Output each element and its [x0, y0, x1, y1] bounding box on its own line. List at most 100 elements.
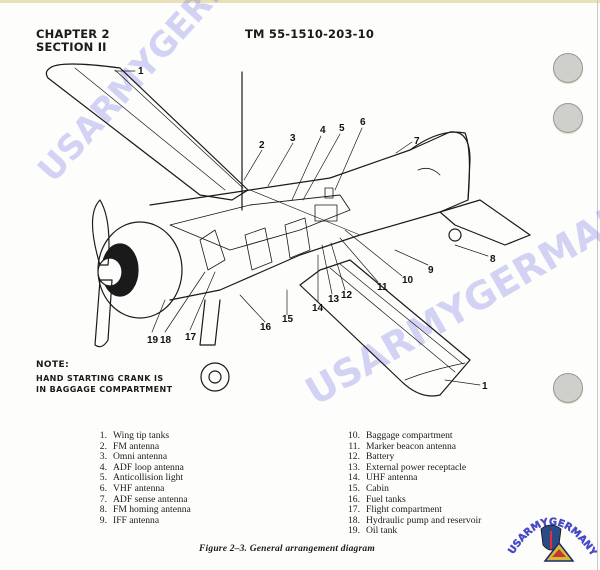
callout-1-right: 1 [482, 381, 488, 392]
legend-item-label: Omni antenna [113, 451, 168, 463]
main-landing-gear [199, 299, 221, 346]
callout-6: 6 [360, 117, 366, 128]
legend-item: 19. Oil tank [343, 526, 481, 537]
legend-item-label: Cabin [366, 482, 389, 494]
callout-15: 15 [282, 314, 294, 325]
legend-item: 13. External power receptacle [343, 461, 481, 474]
callout-18: 18 [160, 335, 172, 346]
legend-item: 18. Hydraulic pump and reservoir [343, 514, 482, 527]
horizontal-stabilizer [439, 199, 531, 246]
vertical-stabilizer [409, 131, 471, 201]
legend-item-number: 18. [348, 514, 360, 526]
legend-item: 10. Baggage compartment [343, 430, 481, 442]
callout-13: 13 [328, 294, 340, 305]
callout-9: 9 [428, 265, 434, 276]
legend-item-label: Hydraulic pump and reservoir [366, 514, 482, 526]
legend-item-label: FM homing antenna [113, 504, 191, 516]
left-wing [45, 63, 249, 201]
legend-item-number: 6. [99, 482, 107, 494]
legend-item-number: 3. [99, 451, 107, 463]
callout-2: 2 [259, 140, 265, 151]
note-title: NOTE: [36, 360, 70, 370]
legend-item-number: 1. [99, 430, 107, 441]
legend-item-label: UHF antenna [366, 472, 418, 484]
callout-3: 3 [290, 133, 296, 144]
legend-item-label: ADF loop antenna [113, 461, 184, 473]
legend-item-label: Marker beacon antenna [366, 440, 457, 452]
propeller [91, 199, 110, 266]
manual-number: TM 55-1510-203-10 [245, 27, 375, 41]
legend-item-number: 16. [348, 493, 360, 505]
legend-item-number: 17. [348, 504, 360, 516]
legend-right-column: 10. Baggage compartment 11. Marker beacon a… [343, 430, 482, 537]
legend-item: 1. Wing tip tanks [95, 430, 191, 442]
punch-hole [553, 103, 583, 133]
scan-top-band [0, 0, 600, 3]
legend-item-number: 7. [99, 493, 107, 505]
legend-item-number: 11. [348, 440, 360, 452]
legend-item-number: 13. [348, 461, 360, 473]
note-line-1: HAND STARTING CRANK IS [36, 374, 164, 383]
legend-item: 17. Flight compartment [343, 504, 481, 516]
callout-16: 16 [260, 322, 272, 333]
punch-hole [553, 373, 583, 403]
tail-wheel [448, 228, 462, 242]
callout-7: 7 [414, 136, 420, 147]
legend-item-label: VHF antenna [113, 482, 165, 494]
legend-item-label: Wing tip tanks [113, 430, 170, 441]
legend-item: 5. Anticollision light [95, 473, 191, 484]
legend-item-number: 9. [99, 514, 107, 526]
legend-item-label: FM antenna [113, 440, 160, 452]
legend-item-number: 5. [99, 472, 107, 484]
callout-12: 12 [341, 290, 353, 301]
legend-item: 8. FM homing antenna [95, 504, 191, 516]
callout-8: 8 [490, 254, 496, 265]
legend-item: 2. FM antenna [95, 440, 191, 453]
legend-item: 12. Battery [343, 451, 481, 463]
legend-item-label: Battery [366, 451, 395, 463]
legend-item-label: Fuel tanks [366, 493, 406, 505]
legend-left-column: 1. Wing tip tanks 2. FM antenna 3. Omni anten… [95, 430, 191, 527]
legend-item-label: IFF antenna [113, 514, 160, 526]
usarmygermany-logo: USARMYGERMANY.COM [505, 505, 597, 562]
legend-item: 6. VHF antenna [95, 482, 191, 495]
legend-item-number: 4. [99, 461, 107, 473]
legend-item-label: Baggage compartment [366, 430, 453, 441]
legend-item-number: 15. [348, 482, 360, 494]
main-wheel [200, 362, 230, 392]
legend-item-number: 12. [348, 451, 360, 463]
figure-caption: Figure 2–3. General arrangement diagram [199, 544, 375, 554]
callout-19: 19 [147, 335, 159, 346]
legend-item-label: External power receptacle [366, 461, 467, 473]
fuselage [149, 131, 471, 301]
legend-item: 16. Fuel tanks [343, 493, 481, 506]
right-wing [299, 259, 471, 397]
legend-item-label: Oil tank [366, 525, 398, 537]
punch-hole [553, 53, 583, 83]
legend-item-number: 14. [348, 472, 360, 484]
callout-14: 14 [312, 303, 324, 314]
chapter-label: CHAPTER 2 [36, 27, 110, 41]
callout-1: 1 [138, 66, 144, 77]
legend-item: 11. Marker beacon antenna [343, 440, 481, 453]
legend-item: 7. ADF sense antenna [95, 493, 191, 506]
legend-item: 14. UHF antenna [343, 473, 481, 484]
callout-4: 4 [320, 125, 326, 136]
legend-item-number: 2. [99, 440, 107, 452]
section-label: SECTION II [36, 40, 107, 54]
legend-item: 4. ADF loop antenna [95, 461, 191, 474]
page-edge [597, 0, 598, 570]
legend-item: 9. IFF antenna [95, 514, 191, 527]
note-line-2: IN BAGGAGE COMPARTMENT [36, 385, 173, 394]
callout-5: 5 [339, 123, 345, 134]
callout-10: 10 [402, 275, 414, 286]
legend-item-label: Anticollision light [113, 472, 184, 484]
legend-item: 15. Cabin [343, 482, 481, 495]
legend-item-number: 10. [348, 430, 360, 441]
callout-11: 11 [377, 282, 388, 293]
legend-item-number: 19. [348, 525, 360, 537]
legend-item-number: 8. [99, 504, 107, 516]
legend-item-label: Flight compartment [366, 504, 442, 516]
callout-17: 17 [185, 332, 197, 343]
legend-item-label: ADF sense antenna [113, 493, 188, 505]
